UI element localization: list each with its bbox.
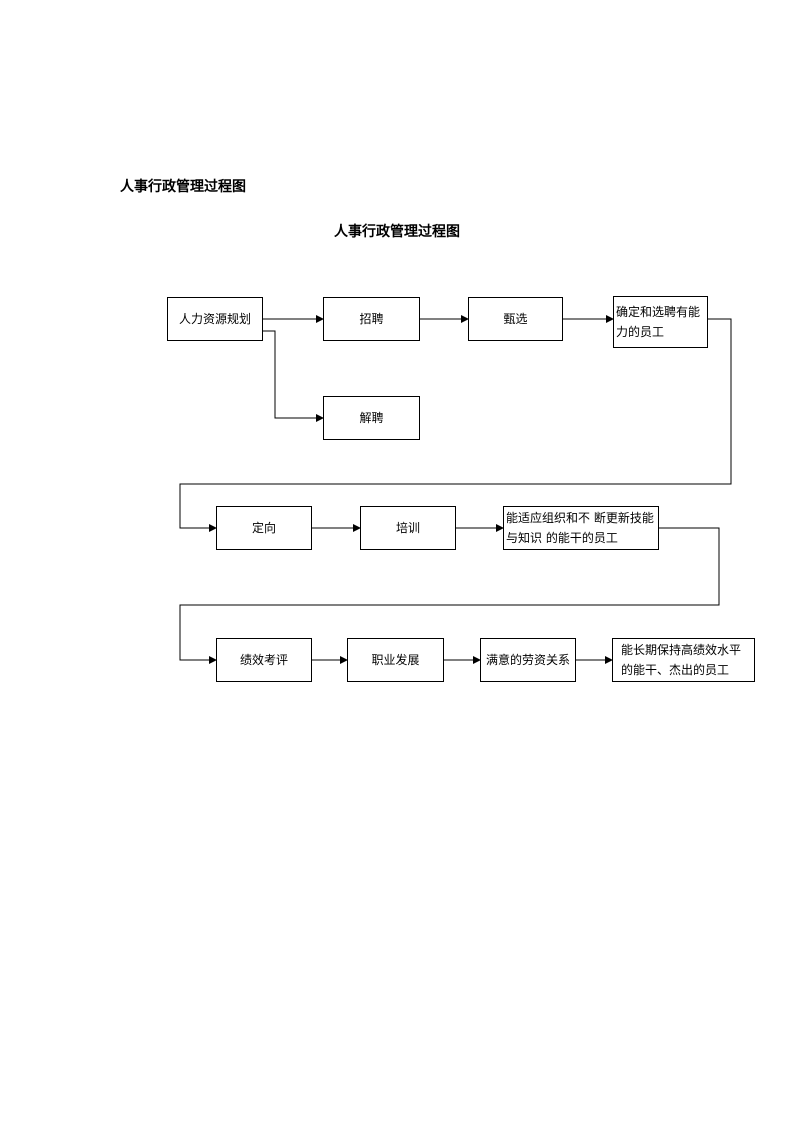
node-label: 能适应组织和不 断更新技能与知识 的能干的员工 bbox=[506, 511, 654, 545]
node-label: 解聘 bbox=[359, 411, 384, 425]
connector-row2-to-row3 bbox=[179, 527, 720, 664]
node-label: 满意的劳资关系 bbox=[485, 653, 570, 667]
node-performance: 绩效考评 bbox=[216, 638, 312, 682]
node-training: 培训 bbox=[360, 506, 456, 550]
diagram-title: 人事行政管理过程图 bbox=[334, 224, 460, 240]
node-career: 职业发展 bbox=[347, 638, 444, 682]
page-heading: 人事行政管理过程图 bbox=[120, 179, 246, 195]
node-labor-relations: 满意的劳资关系 bbox=[480, 638, 576, 682]
node-label: 职业发展 bbox=[371, 653, 420, 667]
node-label: 人力资源规划 bbox=[178, 312, 251, 326]
node-label: 招聘 bbox=[359, 312, 384, 326]
node-hr-planning: 人力资源规划 bbox=[167, 297, 263, 341]
node-label: 确定和选聘有能力的员工 bbox=[616, 305, 701, 339]
node-dismissal: 解聘 bbox=[323, 396, 420, 440]
node-determine-hire: 确定和选聘有能力的员工 bbox=[613, 296, 708, 348]
node-recruit: 招聘 bbox=[323, 297, 420, 341]
node-orientation: 定向 bbox=[216, 506, 312, 550]
node-label: 能长期保持高绩效水平的能干、杰出的员工 bbox=[621, 643, 742, 677]
arrow-planning-to-dismissal bbox=[263, 330, 324, 422]
node-retained-staff: 能长期保持高绩效水平的能干、杰出的员工 bbox=[612, 638, 755, 682]
node-label: 甄选 bbox=[503, 312, 528, 326]
node-screening: 甄选 bbox=[468, 297, 563, 341]
node-label: 培训 bbox=[395, 521, 420, 535]
node-label: 绩效考评 bbox=[239, 653, 288, 667]
node-adaptive-staff: 能适应组织和不 断更新技能与知识 的能干的员工 bbox=[503, 506, 659, 550]
node-label: 定向 bbox=[251, 521, 276, 535]
connector-row1-to-row2 bbox=[179, 318, 732, 532]
